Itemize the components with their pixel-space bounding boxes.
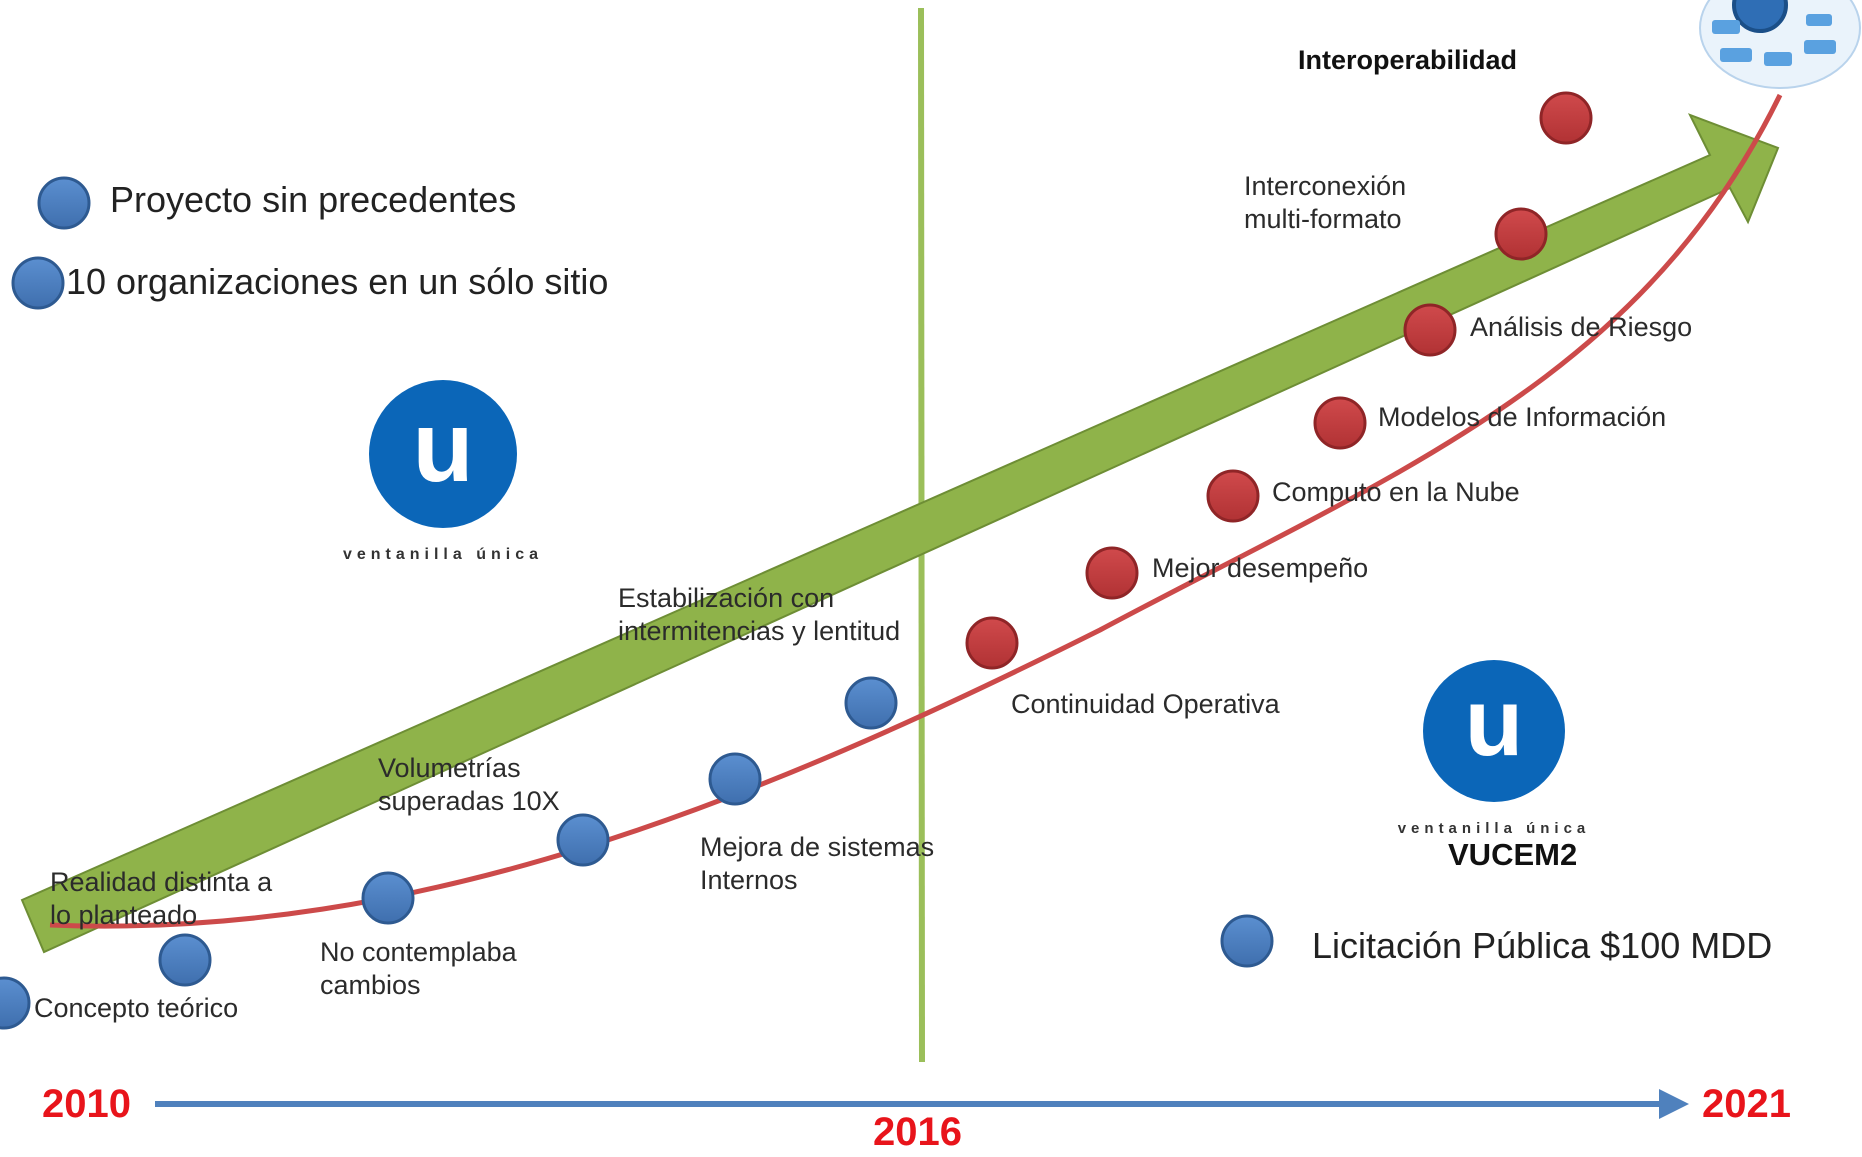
logo-letter-2: u xyxy=(1464,669,1524,776)
ventanilla-unica-logo: u ventanilla única xyxy=(328,380,558,564)
label-riesgo: Análisis de Riesgo xyxy=(1470,312,1693,342)
vucem2-label: VUCEM2 xyxy=(1448,837,1578,872)
legend-item-1: Proyecto sin precedentes xyxy=(110,179,517,220)
label-modelos: Modelos de Información xyxy=(1378,402,1667,432)
year-start: 2010 xyxy=(42,1082,131,1126)
bid-dot xyxy=(1220,914,1274,968)
logo-circle: u xyxy=(369,380,517,528)
milestone-realidad-dot xyxy=(158,933,212,987)
label-estabilizacion: Estabilización con intermitencias y lent… xyxy=(618,583,901,646)
milestone-no-contemplaba-dot xyxy=(361,871,415,925)
label-concepto: Concepto teórico xyxy=(34,993,239,1023)
milestone-desempeno-dot xyxy=(1085,546,1139,600)
milestone-riesgo-dot xyxy=(1403,303,1457,357)
label-no-contemplaba: No contemplaba cambios xyxy=(320,937,517,1000)
milestone-interconexion-dot xyxy=(1494,207,1548,261)
cloud-network-icon xyxy=(1699,0,1861,89)
milestone-interoperabilidad-dot xyxy=(1539,91,1593,145)
milestone-concepto-dot xyxy=(0,976,31,1030)
label-interconexion: Interconexión multi-formato xyxy=(1244,171,1407,234)
milestone-continuidad-dot xyxy=(965,616,1019,670)
year-end: 2021 xyxy=(1702,1082,1791,1126)
vucem2-logo: u ventanilla única xyxy=(1394,660,1594,837)
logo-brand: ventanilla única xyxy=(342,546,544,563)
legend-item-2: 10 organizaciones en un sólo sitio xyxy=(66,261,609,302)
growth-arrow xyxy=(20,113,1780,954)
milestone-estabilizacion-dot xyxy=(844,676,898,730)
legend-dot-1 xyxy=(37,176,91,230)
label-nube: Computo en la Nube xyxy=(1272,477,1520,507)
label-continuidad: Continuidad Operativa xyxy=(1011,689,1280,719)
label-desempeno: Mejor desempeño xyxy=(1152,553,1369,583)
label-realidad: Realidad distinta a lo planteado xyxy=(50,867,273,930)
milestone-volumetrias-dot xyxy=(556,813,610,867)
label-mejora: Mejora de sistemas Internos xyxy=(700,832,935,895)
label-interoperabilidad: Interoperabilidad xyxy=(1298,45,1518,75)
milestone-modelos-dot xyxy=(1313,396,1367,450)
milestone-mejora-dot xyxy=(708,752,762,806)
label-volumetrias: Volumetrías superadas 10X xyxy=(378,753,560,816)
bid-label: Licitación Pública $100 MDD xyxy=(1312,925,1773,966)
legend-dot-2 xyxy=(11,256,65,310)
milestone-nube-dot xyxy=(1206,469,1260,523)
logo-circle-2: u xyxy=(1423,660,1565,802)
logo-letter: u xyxy=(412,391,474,503)
logo-brand-2: ventanilla única xyxy=(1397,820,1591,837)
year-middle: 2016 xyxy=(873,1110,962,1154)
